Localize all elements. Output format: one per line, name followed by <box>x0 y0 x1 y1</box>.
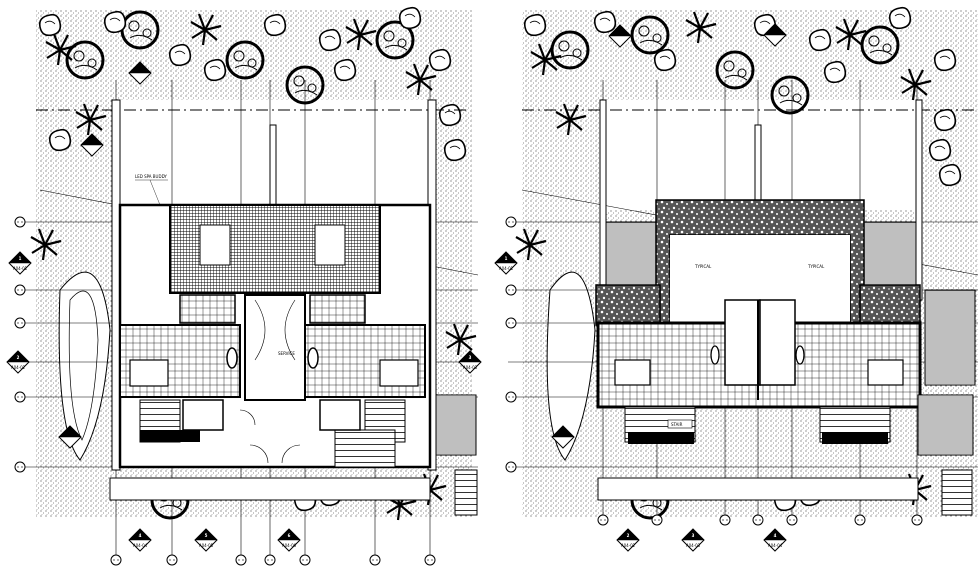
right-floor-plan: TYPICAL TYPICAL STAIR 1 A04-01 2 A04-0 <box>494 6 979 552</box>
room-label-service: SERVICE <box>278 351 295 356</box>
elevation-marker-right-2: 2 A04-02 <box>616 528 640 552</box>
svg-text:A04-04: A04-04 <box>133 543 148 548</box>
room-label-typical-2: TYPICAL <box>807 264 825 269</box>
svg-text:5: 5 <box>205 533 208 538</box>
svg-text:A04-06: A04-06 <box>282 543 297 548</box>
elevation-marker-right-3: 3 A04-03 <box>681 528 705 552</box>
svg-text:1: 1 <box>505 256 508 261</box>
svg-text:3: 3 <box>692 533 695 538</box>
svg-text:2: 2 <box>17 355 20 360</box>
room-label-stair: STAIR <box>671 422 683 427</box>
svg-text:A04-04: A04-04 <box>768 543 783 548</box>
elevation-marker-left-6: 6 A04-06 <box>277 528 301 552</box>
svg-text:2: 2 <box>627 533 630 538</box>
svg-text:A04-01: A04-01 <box>499 266 514 271</box>
svg-text:A04-02: A04-02 <box>11 365 26 370</box>
elevation-marker-left-3: 3 A04-03 <box>458 350 482 374</box>
left-floor-plan: LED SPA BUDDY SERVICE 1 A04-01 2 <box>6 6 482 566</box>
room-label-typical-1: TYPICAL <box>694 264 712 269</box>
svg-text:4: 4 <box>139 533 142 538</box>
svg-text:3: 3 <box>469 355 472 360</box>
svg-text:6: 6 <box>288 533 291 538</box>
annotation-led-spa: LED SPA BUDDY <box>135 174 167 179</box>
elevation-marker-right-4: 4 A04-04 <box>763 528 787 552</box>
elevation-marker-left-4: 4 A04-04 <box>128 528 152 552</box>
svg-text:A04-03: A04-03 <box>686 543 701 548</box>
svg-text:1: 1 <box>19 256 22 261</box>
svg-text:A04-01: A04-01 <box>13 266 28 271</box>
svg-text:4: 4 <box>774 533 777 538</box>
elevation-marker-left-1: 1 A04-01 <box>8 251 32 275</box>
svg-text:A04-03: A04-03 <box>463 365 478 370</box>
svg-text:A04-05: A04-05 <box>199 543 214 548</box>
elevation-marker-left-5: 5 A04-05 <box>194 528 218 552</box>
svg-text:A04-02: A04-02 <box>621 543 636 548</box>
elevation-marker-right-1: 1 A04-01 <box>494 251 518 275</box>
elevation-marker-left-2: 2 A04-02 <box>6 350 30 374</box>
